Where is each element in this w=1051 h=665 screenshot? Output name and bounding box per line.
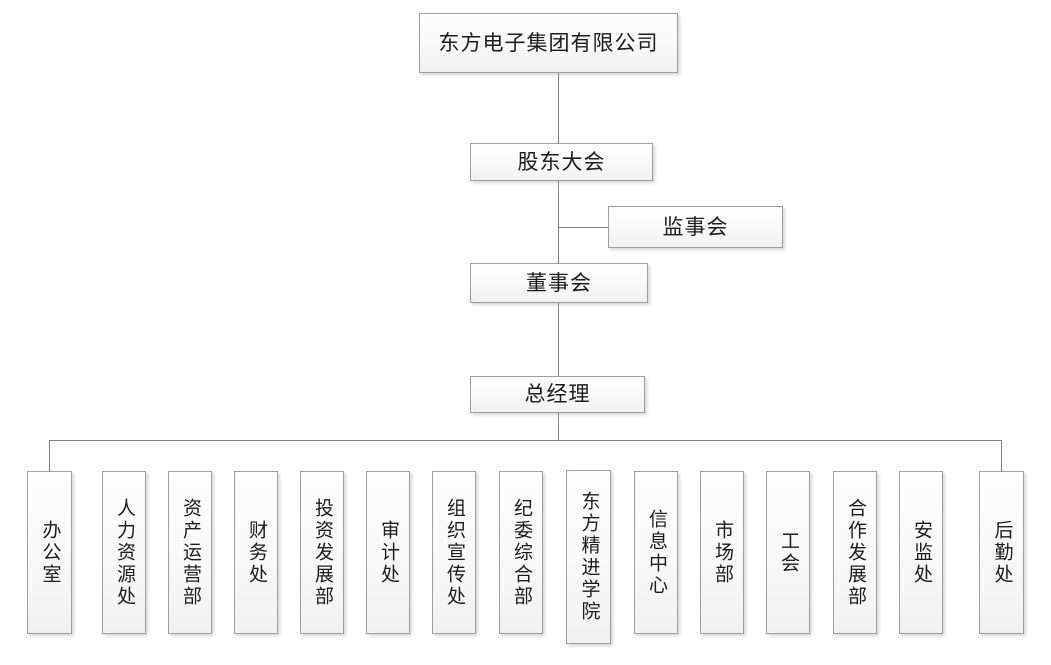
node-department-labor-union[interactable]: 工会 [766,471,810,634]
node-department-investment-development[interactable]: 投资发展部 [300,471,344,634]
connector-trunk-to-supervisors [558,227,609,228]
node-department-office-label: 办公室 [39,519,61,586]
node-department-investment-development-label: 投资发展部 [311,497,333,608]
connector-departments-bus [49,440,1002,441]
node-department-marketing[interactable]: 市场部 [700,471,744,634]
node-department-logistics[interactable]: 后勤处 [979,471,1024,634]
node-department-audit-label: 审计处 [377,519,399,586]
node-department-safety-supervision-label: 安监处 [910,519,932,586]
connector-bus-to-first-department [49,440,50,471]
node-department-human-resources[interactable]: 人力资源处 [102,471,146,634]
node-board-of-supervisors-label: 监事会 [662,214,729,239]
node-department-organization-publicity-label: 组织宣传处 [443,497,465,608]
node-department-office[interactable]: 办公室 [27,471,72,634]
node-general-manager[interactable]: 总经理 [470,376,645,413]
node-board-of-supervisors[interactable]: 监事会 [608,206,783,248]
node-department-discipline-general-label: 纪委综合部 [510,497,532,608]
connector-shareholders-to-directors [558,181,559,263]
node-department-information-center-label: 信息中心 [645,508,667,597]
node-department-logistics-label: 后勤处 [991,519,1013,586]
node-shareholders-meeting-label: 股东大会 [517,149,606,174]
node-department-finance-label: 财务处 [245,519,267,586]
node-department-safety-supervision[interactable]: 安监处 [899,471,943,634]
node-board-of-directors[interactable]: 董事会 [470,263,648,303]
connector-company-to-shareholders [558,73,559,143]
node-company-label: 东方电子集团有限公司 [438,30,659,55]
node-shareholders-meeting[interactable]: 股东大会 [470,143,653,181]
node-department-audit[interactable]: 审计处 [366,471,410,634]
node-board-of-directors-label: 董事会 [526,270,592,295]
node-department-asset-operations[interactable]: 资产运营部 [168,471,212,634]
node-department-organization-publicity[interactable]: 组织宣传处 [432,471,476,634]
node-department-information-center[interactable]: 信息中心 [634,471,678,634]
connector-bus-to-last-department [1001,440,1002,471]
node-department-dongfang-academy[interactable]: 东方精进学院 [566,470,611,644]
node-department-human-resources-label: 人力资源处 [113,497,135,608]
node-department-cooperation-development-label: 合作发展部 [844,497,866,608]
connector-general-manager-drop [558,413,559,441]
node-department-finance[interactable]: 财务处 [234,471,278,634]
node-department-dongfang-academy-label: 东方精进学院 [578,491,600,623]
node-department-discipline-general[interactable]: 纪委综合部 [499,471,543,634]
node-company[interactable]: 东方电子集团有限公司 [419,13,678,73]
node-department-asset-operations-label: 资产运营部 [179,497,201,608]
node-general-manager-label: 总经理 [524,382,591,407]
node-department-cooperation-development[interactable]: 合作发展部 [833,471,877,634]
connector-directors-to-general-manager [558,303,559,376]
node-department-labor-union-label: 工会 [777,530,799,575]
node-department-marketing-label: 市场部 [711,519,733,586]
